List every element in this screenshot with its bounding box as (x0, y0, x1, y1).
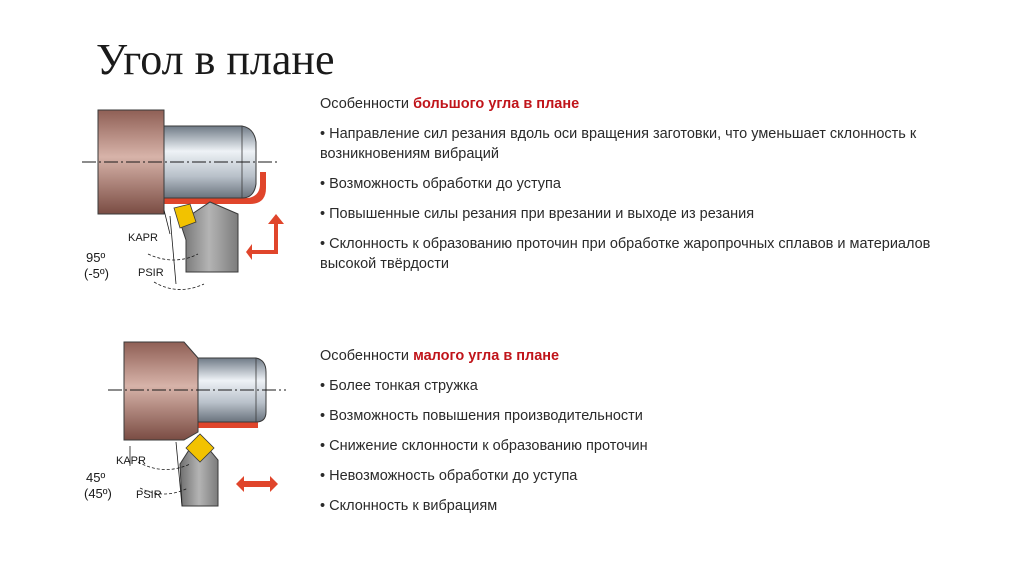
list-item: • Более тонкая стружка (320, 378, 478, 394)
list-item: • Склонность к образованию проточин при … (320, 236, 931, 272)
angle-alt: (45º) (84, 486, 112, 501)
small-angle-features: Особенности малого угла в плане • Более … (320, 346, 970, 526)
angle-alt: (-5º) (84, 266, 109, 281)
kapr-label: KAPR (128, 232, 158, 244)
insert (173, 203, 197, 229)
feed-arrow (236, 476, 278, 492)
list-item: • Возможность повышения производительнос… (320, 408, 643, 424)
large-angle-diagram: KAPR PSIR 95º (-5º) (82, 109, 284, 290)
heading-prefix: Особенности (320, 96, 414, 112)
angle-main: 95º (86, 250, 105, 265)
large-angle-features: Особенности большого угла в плане • Напр… (320, 94, 970, 284)
list-item: • Повышенные силы резания при врезании и… (320, 206, 755, 222)
large-angle-heading: Особенности большого угла в плане (320, 94, 970, 114)
psir-label: PSIR (138, 267, 164, 279)
list-item: • Невозможность обработки до уступа (320, 468, 578, 484)
kapr-label: KAPR (116, 455, 146, 467)
small-angle-heading: Особенности малого угла в плане (320, 346, 970, 366)
angle-main: 45º (86, 470, 105, 485)
list-item: • Склонность к вибрациям (320, 498, 498, 514)
insert (185, 433, 215, 463)
cut-zone (164, 172, 266, 204)
list-item: • Снижение склонности к образованию прот… (320, 438, 648, 454)
slide-title: Угол в плане (96, 35, 335, 84)
heading-prefix: Особенности (320, 348, 414, 364)
small-angle-diagram: KAPR PSIR 45º (45º) (84, 341, 286, 507)
heading-accent: малого угла в плане (413, 348, 560, 364)
list-item: • Направление сил резания вдоль оси вращ… (320, 126, 917, 162)
psir-label: PSIR (136, 489, 162, 501)
heading-accent: большого угла в плане (413, 96, 580, 112)
workpiece (123, 341, 199, 441)
feed-arrow (250, 214, 284, 254)
list-item: • Возможность обработки до уступа (320, 176, 561, 192)
